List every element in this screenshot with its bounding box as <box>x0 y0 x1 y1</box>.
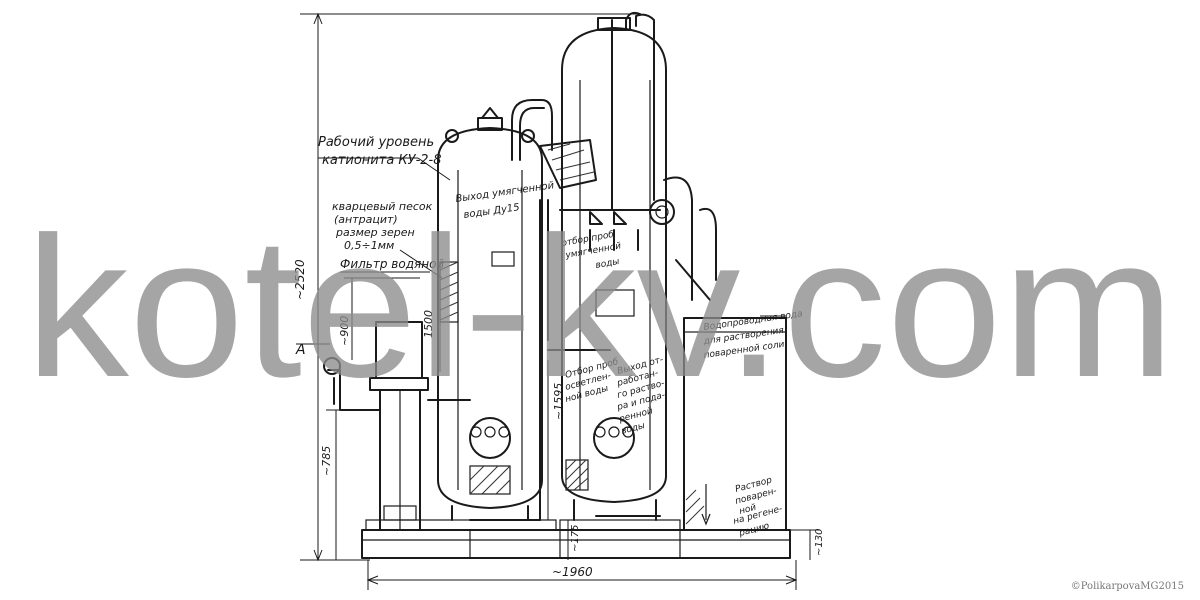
water-filter-label: Фильтр водяной <box>340 257 444 271</box>
quartz-label-4: 0,5÷1мм <box>344 239 394 252</box>
quartz-label-3: размер зерен <box>335 226 415 239</box>
soft-outlet-label-2: воды Ду15 <box>463 202 520 221</box>
working-level-label-2: катионита КУ-2-8 <box>322 153 442 168</box>
base-frame <box>361 519 791 559</box>
marker-a: А <box>295 342 306 358</box>
dim-1500: 1500 <box>422 310 435 338</box>
dim-175: ~175 <box>570 525 581 552</box>
top-pipework <box>469 99 661 521</box>
dim-1595: ~1595 <box>552 383 565 420</box>
cation-filter-tank <box>437 107 543 521</box>
quartz-label-2: (антрацит) <box>334 213 398 226</box>
working-level-label: Рабочий уровень <box>318 135 434 150</box>
dim-900: ~900 <box>338 316 351 346</box>
annotations: Рабочий уровень катионита КУ-2-8 кварцев… <box>295 135 803 539</box>
quartz-label: кварцевый песок <box>332 200 433 213</box>
sample-soft-label-3: воды <box>595 257 621 271</box>
credit-text: ©PolikarpovaMG2015 <box>1070 581 1184 592</box>
salt-dissolver-tank <box>561 11 717 521</box>
dimension-text: ~2520 ~785 ~900 1500 ~1595 ~175 ~130 ~19… <box>293 259 825 579</box>
dimension-lines <box>300 12 820 590</box>
dim-height-total: ~2520 <box>293 259 307 300</box>
water-filter <box>323 321 471 531</box>
brine-label-3: ной <box>738 503 757 517</box>
brine-tank <box>683 317 787 531</box>
dim-height-inlet: ~785 <box>320 446 333 476</box>
dim-130: ~130 <box>814 529 825 556</box>
dim-width-total: ~1960 <box>552 565 593 579</box>
leader-lines <box>296 157 786 345</box>
